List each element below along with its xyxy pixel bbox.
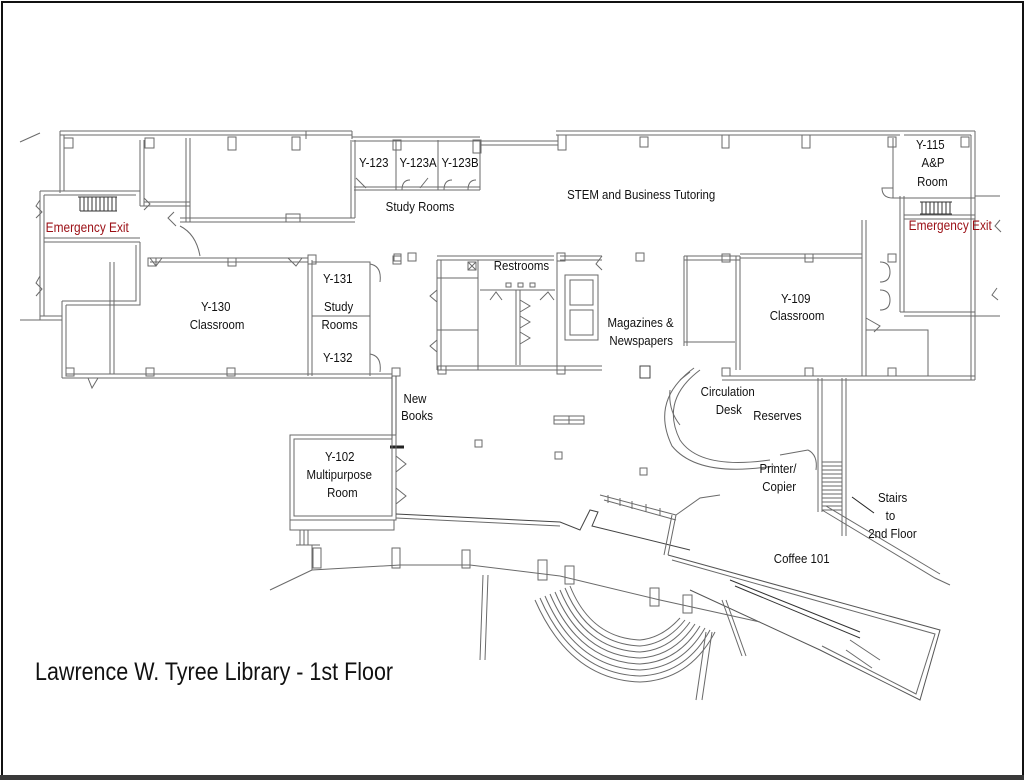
room-label-y131: Y-131 bbox=[323, 271, 353, 286]
label-printer-copier-2: Copier bbox=[762, 479, 796, 494]
label-study-mid-1: Study bbox=[323, 299, 354, 314]
room-label-y102-name-2: Room bbox=[327, 485, 358, 500]
central-core bbox=[407, 252, 651, 379]
room-label-y109-number: Y-109 bbox=[781, 291, 811, 306]
room-label-y115-number: Y-115 bbox=[915, 137, 945, 152]
east-wing bbox=[635, 138, 1002, 381]
emergency-exit-right: Emergency Exit bbox=[908, 218, 992, 233]
label-new-books-2: Books bbox=[401, 408, 433, 423]
room-label-y115-name-1: A&P bbox=[921, 155, 945, 170]
room-label-y130-name: Classroom bbox=[189, 317, 245, 332]
label-magazines-1: Magazines & bbox=[607, 315, 674, 330]
label-stem-tutoring: STEM and Business Tutoring bbox=[567, 187, 716, 202]
label-coffee-101: Coffee 101 bbox=[773, 551, 830, 566]
room-label-y102-number: Y-102 bbox=[325, 449, 355, 464]
label-stairs-2: to bbox=[885, 508, 896, 523]
room-label-y102-name-1: Multipurpose bbox=[306, 467, 372, 482]
study-rooms-123-walls bbox=[354, 140, 481, 191]
label-restrooms: Restrooms bbox=[493, 258, 550, 273]
map-title: Lawrence W. Tyree Library - 1st Floor bbox=[35, 658, 394, 686]
label-circulation-desk-2: Desk bbox=[715, 402, 742, 417]
west-wing bbox=[19, 131, 392, 390]
label-stairs-3: 2nd Floor bbox=[868, 526, 917, 541]
room-label-y109-name: Classroom bbox=[769, 308, 825, 323]
room-label-y123a: Y-123A bbox=[399, 155, 437, 170]
label-stairs-1: Stairs bbox=[877, 490, 908, 505]
label-study-rooms-top: Study Rooms bbox=[385, 199, 455, 214]
room-label-y123: Y-123 bbox=[359, 155, 389, 170]
room-label-y123b: Y-123B bbox=[441, 155, 479, 170]
label-new-books-1: New bbox=[403, 391, 427, 406]
emergency-exit-left: Emergency Exit bbox=[45, 220, 129, 235]
room-label-y130-number: Y-130 bbox=[201, 299, 231, 314]
label-reserves: Reserves bbox=[753, 408, 802, 423]
circulation-and-south bbox=[269, 253, 951, 701]
label-circulation-desk-1: Circulation bbox=[700, 384, 755, 399]
room-label-y132: Y-132 bbox=[323, 350, 353, 365]
label-magazines-2: Newspapers bbox=[609, 333, 673, 348]
bottom-border bbox=[0, 775, 1024, 780]
north-wall bbox=[60, 130, 976, 196]
room-label-y115-name-2: Room bbox=[917, 174, 948, 189]
label-printer-copier-1: Printer/ bbox=[759, 461, 797, 476]
label-study-mid-2: Rooms bbox=[321, 317, 358, 332]
